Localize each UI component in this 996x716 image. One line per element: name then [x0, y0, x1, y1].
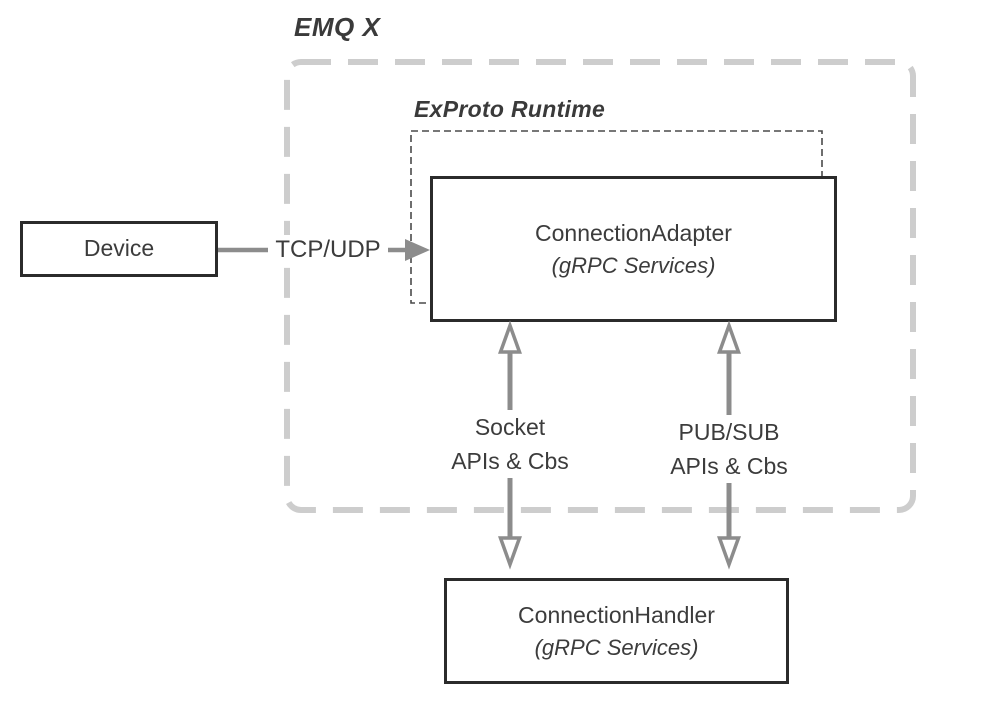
pubsub-arrowhead-down-icon — [717, 536, 741, 570]
socket-apis-edge-label-line1: Socket — [474, 414, 546, 440]
pubsub-apis-edge-label-line1: PUB/SUB — [678, 419, 780, 445]
socket-arrowhead-up-icon — [498, 320, 522, 354]
emqx-container-title: EMQ X — [294, 12, 381, 42]
socket-arrowhead-down-icon — [498, 536, 522, 570]
connection-handler-subtitle: (gRPC Services) — [534, 634, 699, 660]
tcp-udp-edge-label: TCP/UDP — [268, 235, 388, 265]
connection-handler-title: ConnectionHandler — [518, 602, 715, 629]
exproto-runtime-dashed-boundary — [410, 130, 823, 304]
exproto-runtime-title: ExProto Runtime — [414, 96, 606, 122]
connection-adapter-title: ConnectionAdapter — [535, 220, 732, 247]
connection-handler-node: ConnectionHandler (gRPC Services) — [444, 578, 789, 684]
connection-adapter-node: ConnectionAdapter (gRPC Services) — [430, 176, 837, 322]
device-label: Device — [83, 235, 155, 262]
pubsub-apis-edge-label: PUB/SUB APIs & Cbs — [654, 415, 804, 483]
connection-adapter-subtitle: (gRPC Services) — [551, 252, 716, 278]
tcp-udp-arrowhead-right-icon — [405, 239, 430, 261]
emqx-dashed-boundary — [284, 59, 916, 513]
pubsub-apis-edge-label-line2: APIs & Cbs — [670, 453, 788, 479]
socket-apis-edge-label-line2: APIs & Cbs — [451, 448, 569, 474]
pubsub-arrowhead-up-icon — [717, 320, 741, 354]
device-node: Device — [20, 221, 218, 277]
socket-apis-edge-label: Socket APIs & Cbs — [435, 410, 585, 478]
